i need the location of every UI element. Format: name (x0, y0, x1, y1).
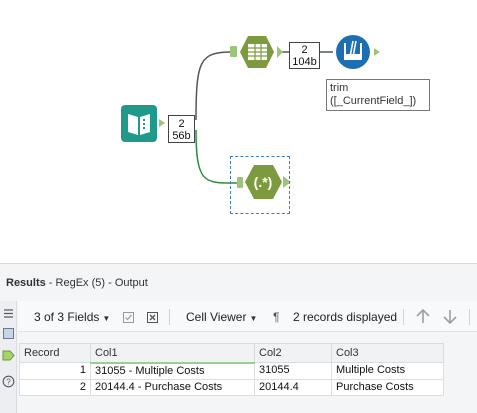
record-cell[interactable]: 1 (19, 362, 91, 380)
formula-annotation: trim ([_CurrentField_]) (326, 79, 430, 111)
table-row[interactable]: 2 20144.4 - Purchase Costs 20144.4 Purch… (19, 378, 444, 396)
fields-dropdown[interactable]: 3 of 3 Fields▼ (34, 310, 111, 324)
regex-selection-box (230, 156, 290, 214)
col1-cell[interactable]: 20144.4 - Purchase Costs (90, 378, 255, 396)
record-count-text-to-columns: 2 104b (289, 42, 320, 69)
column-header-col1[interactable]: Col1 (90, 343, 255, 364)
data-tag-icon[interactable] (2, 349, 15, 362)
table-view-icon[interactable] (2, 327, 15, 340)
checkbox-select-icon[interactable] (122, 311, 135, 324)
svg-text:?: ? (6, 378, 11, 387)
results-left-strip: ? (0, 301, 17, 413)
svg-text:(.*): (.*) (254, 174, 273, 190)
record-count-input: 2 56b (168, 115, 195, 143)
record-cell[interactable]: 2 (19, 378, 91, 396)
scroll-up-arrow-icon[interactable] (415, 308, 431, 325)
col3-cell[interactable]: Multiple Costs (331, 362, 444, 380)
workflow-canvas[interactable]: (.*) 2 56b 2 104b trim ([_CurrentField_]… (0, 0, 477, 263)
records-displayed-label: 2 records displayed (293, 310, 398, 324)
column-header-col3[interactable]: Col3 (331, 343, 444, 363)
cell-viewer-dropdown[interactable]: Cell Viewer▼ (186, 310, 258, 324)
pilcrow-icon[interactable]: ¶ (273, 310, 280, 324)
toolbar-divider (169, 309, 170, 325)
input-data-tool[interactable] (119, 104, 167, 144)
results-title: Results - RegEx (5) - Output (6, 277, 148, 289)
list-icon[interactable] (2, 307, 15, 320)
table-row[interactable]: 1 31055 - Multiple Costs 31055 Multiple … (19, 362, 444, 380)
results-toolbar: 3 of 3 Fields▼ Cell Viewer▼ ¶ 2 records … (18, 301, 477, 332)
toolbar-divider (469, 309, 470, 325)
help-icon[interactable]: ? (2, 375, 15, 388)
column-header-col2[interactable]: Col2 (254, 343, 332, 363)
col1-cell[interactable]: 31055 - Multiple Costs (90, 362, 255, 380)
scroll-down-arrow-icon[interactable] (442, 308, 458, 325)
column-header-record[interactable]: Record (19, 343, 91, 363)
grid-header-row: Record Col1 Col2 Col3 (19, 343, 444, 364)
deselect-all-icon[interactable] (146, 311, 159, 324)
col2-cell[interactable]: 20144.4 (254, 378, 332, 396)
toolbar-divider (403, 309, 404, 325)
text-to-columns-tool[interactable] (229, 33, 285, 73)
col3-cell[interactable]: Purchase Costs (331, 378, 444, 396)
col2-cell[interactable]: 31055 (254, 362, 332, 380)
results-grid: Record Col1 Col2 Col3 1 31055 - Multiple… (19, 343, 444, 396)
multi-field-formula-tool[interactable] (333, 33, 383, 73)
regex-tool[interactable]: (.*) (236, 162, 294, 204)
